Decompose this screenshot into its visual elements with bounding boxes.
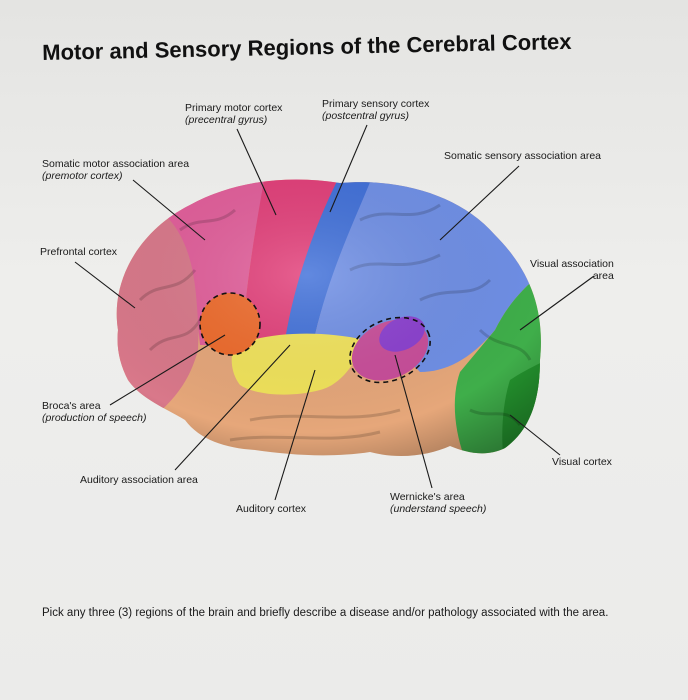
brain-regions [116,179,541,457]
label-somatic-motor-association: Somatic motor association area (premotor… [42,158,190,182]
label-visual-association: Visual association area [530,258,614,282]
label-somatic-sensory-association: Somatic sensory association area [444,150,601,162]
label-primary-sensory: Primary sensory cortex (postcentral gyru… [322,98,430,122]
label-primary-motor: Primary motor cortex (precentral gyrus) [185,102,283,126]
wernicke-outline [349,316,431,384]
question-text: Pick any three (3) regions of the brain … [42,607,609,619]
label-prefrontal-cortex: Prefrontal cortex [40,246,118,258]
leader-lines [74,124,595,501]
label-wernickes-area: Wernicke's area (understand speech) [390,491,487,515]
broca-outline [199,292,261,356]
label-visual-cortex: Visual cortex [552,456,612,468]
label-brocas-area: Broca's area (production of speech) [42,400,147,424]
label-auditory-association: Auditory association area [80,474,198,486]
label-auditory-cortex: Auditory cortex [236,503,307,515]
